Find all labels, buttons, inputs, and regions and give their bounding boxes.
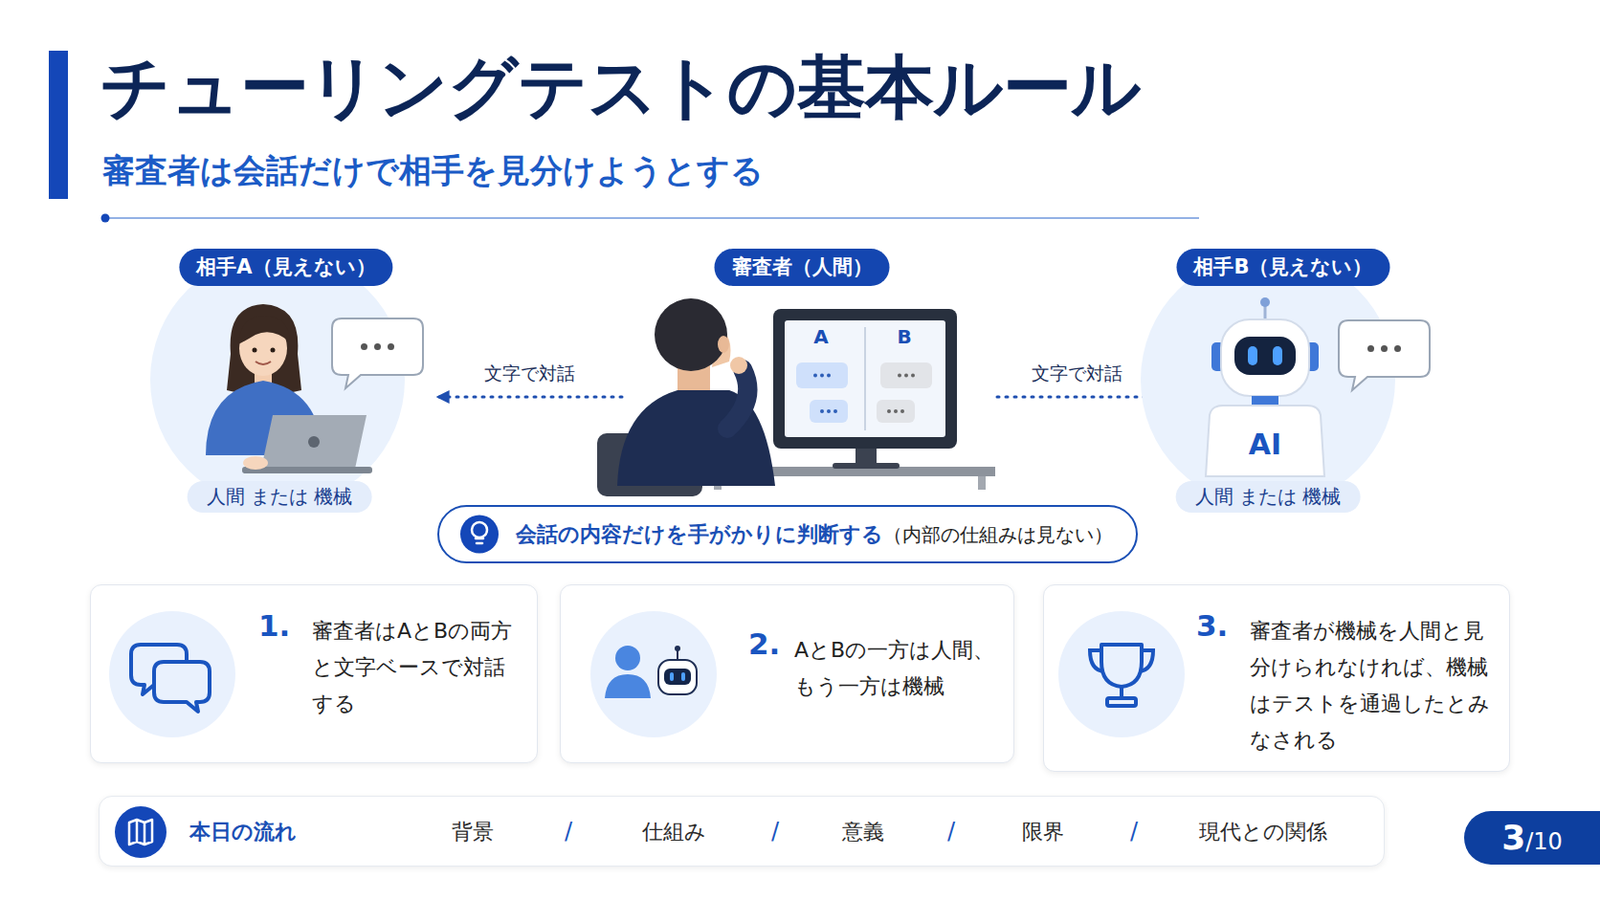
participant-pill: 相手A（見えない） <box>178 248 393 287</box>
separator: / <box>947 819 956 845</box>
connector-label: 文字で対話 <box>1027 361 1127 387</box>
participant-a: 相手A（見えない） 人間 または 機械 <box>150 246 438 517</box>
rule-card: 3. 審査者が機械を人間と見分けられなければ、機械はテストを通過したとみなされる <box>1043 584 1511 773</box>
participant-b-art <box>1155 246 1444 517</box>
participant-type: 人間 または 機械 <box>187 481 373 513</box>
rule-text: 審査者はAとBの両方と文字ベースで対話する <box>311 613 525 723</box>
agenda-item: 仕組み <box>642 818 707 847</box>
participant-pill: 相手B（見えない） <box>1176 248 1390 287</box>
rule-card-art <box>560 585 1016 765</box>
agenda-heading: 本日の流れ <box>189 818 297 847</box>
rule-number: 3. <box>1196 608 1228 645</box>
slide-subtitle: 審査者は会話だけで相手を見分けようとする <box>102 151 764 191</box>
rule-number: 2. <box>748 626 780 663</box>
screen-label: B <box>896 326 912 348</box>
page-number: 3/10 <box>1464 811 1600 866</box>
participant-a-art <box>150 246 438 517</box>
examiner: 審査者（人間） <box>622 246 998 482</box>
agenda-bar: 本日の流れ 背景 仕組み 意義 限界 現代との関係 <box>98 796 1385 867</box>
key-point-art <box>439 507 516 562</box>
slide-title: チューリングテストの基本ルール <box>100 45 1141 129</box>
dotted-connector <box>437 396 623 400</box>
dotted-connector <box>997 396 1156 400</box>
accent-bar <box>48 50 68 200</box>
agenda-item: 限界 <box>1022 818 1065 847</box>
page-total: /10 <box>1525 815 1563 869</box>
agenda-item: 現代との関係 <box>1199 818 1328 847</box>
rule-text: 審査者が機械を人間と見分けられなければ、機械はテストを通過したとみなされる <box>1249 613 1499 759</box>
rule-card: 1. 審査者はAとBの両方と文字ベースで対話する <box>89 584 538 764</box>
robot-label: AI <box>1248 428 1282 461</box>
rule-card: 2. AとBの一方は人間、もう一方は機械 <box>559 584 1015 764</box>
rule-dot <box>101 214 111 223</box>
connector-label: 文字で対話 <box>480 361 579 387</box>
participant-b: 相手B（見えない） 人間 または 機械 <box>1155 246 1444 517</box>
separator: / <box>1130 819 1138 845</box>
agenda-item: 意義 <box>842 818 885 847</box>
separator: / <box>771 819 779 845</box>
participant-type: 人間 または 機械 <box>1176 481 1361 513</box>
key-point-text: 会話の内容だけを手がかりに判断する <box>515 507 884 562</box>
page-current: 3 <box>1501 811 1526 866</box>
rule-text: AとBの一方は人間、もう一方は機械 <box>794 632 1007 706</box>
key-point: 会話の内容だけを手がかりに判断する（内部の仕組みは見ない） <box>437 505 1138 564</box>
examiner-pill: 審査者（人間） <box>714 248 890 287</box>
rule-number: 1. <box>258 608 290 645</box>
agenda-item: 背景 <box>451 818 494 847</box>
rule-line <box>105 217 1200 220</box>
separator: / <box>564 819 573 845</box>
screen-label: A <box>813 326 828 348</box>
key-point-note: （内部の仕組みは見ない） <box>883 508 1113 563</box>
